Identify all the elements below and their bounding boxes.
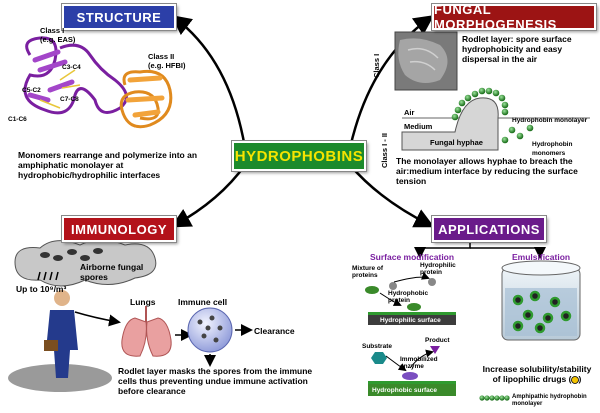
spores-label: Airborne fungal spores [80, 262, 144, 282]
applications-title: APPLICATIONS [431, 215, 547, 243]
monolayer-label: Hydrophobin monolayer [512, 117, 588, 124]
immune-cell-label: Immune cell [178, 297, 228, 307]
person-figure [44, 290, 78, 378]
hydrophobic-surface-label: Hydrophobic surface [372, 387, 438, 394]
curve-to-applications [349, 164, 435, 228]
legend-beads [479, 395, 510, 401]
disulfide-c7c8: C7-C8 [60, 96, 79, 103]
emulsification-label: Emulsification [512, 252, 571, 262]
class1-side-label: Class I [372, 53, 381, 78]
class1-label: Class I(e.g. EAS) [40, 26, 76, 44]
surface-mod-label: Surface modification [370, 252, 455, 262]
immunology-title: IMMUNOLOGY [61, 215, 177, 243]
hydrophobic-protein-label: Hydrophobic protein [388, 290, 429, 304]
center-title: HYDROPHOBINS [231, 140, 367, 172]
class1-protein-structure [23, 36, 128, 115]
morphogenesis-caption: The monolayer allows hyphae to breach th… [396, 156, 578, 186]
disulfide-c5c2: C5-C2 [22, 87, 41, 94]
clearance-label: Clearance [254, 326, 295, 336]
curve-to-morphogenesis [348, 15, 435, 149]
curve-to-immunology [170, 164, 247, 228]
class2-label: Class II(e.g. HFBI) [148, 52, 186, 70]
hydrophilic-surface-label: Hydrophilic surface [380, 317, 441, 324]
lungs-image [121, 306, 172, 357]
curve-to-structure [171, 14, 247, 149]
class2-protein-structure [119, 69, 173, 129]
medium-label: Medium [404, 122, 433, 131]
dose-label: Up to 10⁹/m³ [16, 284, 67, 294]
monomer-beads [501, 124, 534, 144]
class12-side-label: Class I - II [380, 132, 389, 168]
legend-label: Amphipathic hydrophobin monolayer [512, 394, 587, 407]
product-label: Product [425, 337, 450, 344]
air-label: Air [404, 108, 415, 117]
substrate-label: Substrate [362, 343, 392, 350]
emulsion-beaker [501, 260, 581, 341]
structure-title: STRUCTURE [61, 3, 177, 31]
lungs-label: Lungs [130, 297, 156, 307]
immune-cell [187, 307, 233, 353]
monolayer-beads [451, 87, 509, 121]
rodlet-text: Rodlet layer: spore surface hydrophobici… [462, 34, 572, 64]
spore-cloud [14, 239, 157, 287]
disulfide-c1c6: C1-C6 [8, 116, 27, 123]
hyphae-label: Fungal hyphae [430, 138, 483, 147]
immunology-caption: Rodlet layer masks the spores from the i… [118, 366, 313, 396]
morphogenesis-title: FUNGAL MORPHOGENESIS [431, 2, 597, 32]
immobilized-enzyme-label: Immobilized enzyme [400, 356, 438, 370]
solubility-label: Increase solubility/stability of lipophi… [482, 364, 592, 384]
hydrophilic-protein-label: Hydrophilic protein [420, 262, 456, 276]
monomers-label: Hydrophobin monomers [532, 141, 573, 157]
fungal-hyphae [401, 97, 499, 151]
mixture-label: Mixture of proteins [352, 265, 384, 279]
structure-caption: Monomers rearrange and polymerize into a… [18, 150, 198, 180]
disulfide-c3c4: C3-C4 [62, 64, 81, 71]
